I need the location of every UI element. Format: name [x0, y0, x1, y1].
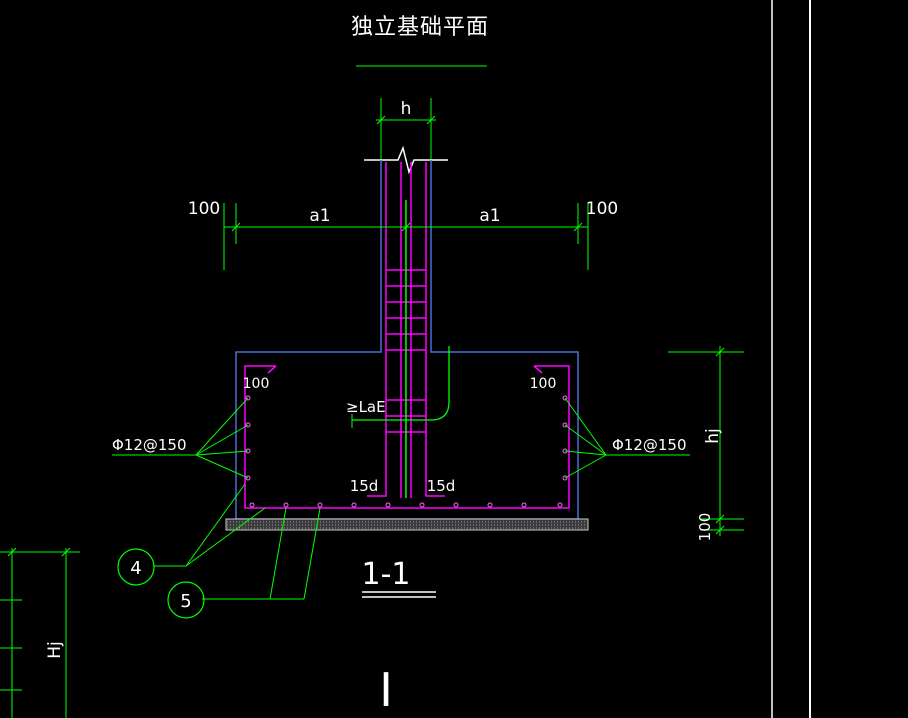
- bottom-rebar-dots: [249, 502, 563, 508]
- dim-left-half: a1: [309, 206, 330, 226]
- callout-5-label: 5: [180, 591, 191, 612]
- column-rebar: [367, 162, 445, 498]
- drawing-title: 独立基础平面: [351, 15, 489, 40]
- dim-right-offset: 100: [586, 199, 618, 219]
- cushion-hatch: [227, 521, 587, 529]
- dim-footing-height: hj: [703, 428, 723, 444]
- dim-cushion: 100: [696, 513, 714, 542]
- right-cover-label: 100: [530, 376, 557, 392]
- callout-4-circle[interactable]: [117, 548, 155, 586]
- section-label: 1-1: [362, 557, 411, 592]
- dim-right-vertical: [668, 346, 744, 536]
- callout-5-circle[interactable]: [167, 581, 205, 619]
- dim-left-offset: 100: [188, 199, 220, 219]
- dim-h-tick-left: [376, 115, 386, 125]
- footing-rebar: [244, 365, 570, 509]
- right-spec-leaders: [564, 397, 690, 479]
- left-spec-leaders: [112, 397, 249, 479]
- hook-left-label: 15d: [350, 477, 379, 495]
- hook-right-label: 15d: [427, 477, 456, 495]
- dim-top: [223, 203, 589, 270]
- callout-4-label: 4: [130, 558, 141, 579]
- footing-outline: [235, 160, 579, 520]
- dim-right-half: a1: [479, 206, 500, 226]
- anchorage-label: ≥LaE: [346, 398, 386, 416]
- side-rebar-dots: [245, 395, 568, 481]
- callout-4-leaders: [154, 483, 266, 567]
- dowel-hook: [352, 346, 450, 421]
- left-edge-h-label: Hj: [45, 641, 65, 659]
- left-rebar-spec: Φ12@150: [112, 436, 187, 454]
- left-cover-label: 100: [243, 376, 270, 392]
- callout-5-leaders: [202, 507, 321, 600]
- break-line: [364, 145, 448, 175]
- dim-h-label: h: [401, 99, 412, 119]
- right-rebar-spec: Φ12@150: [612, 436, 687, 454]
- dim-h-tick-right: [426, 115, 436, 125]
- left-edge-dimension: [0, 547, 80, 718]
- section-label-bottom: I: [379, 663, 393, 717]
